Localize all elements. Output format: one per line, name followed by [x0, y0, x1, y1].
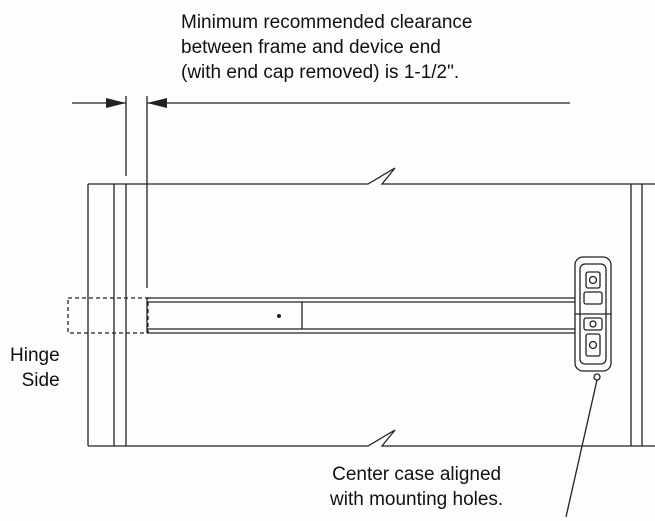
center-case	[574, 256, 612, 381]
center-case-leader-line	[565, 379, 598, 518]
clearance-note: Minimum recommended clearance between fr…	[181, 10, 472, 85]
door-bottom-edge	[88, 429, 655, 447]
center-case-note: Center case aligned with mounting holes.	[330, 462, 503, 512]
rail-fastener-dot	[277, 314, 281, 318]
hinge-side-label: Hinge Side	[10, 343, 60, 393]
center-case-mounting-hole	[593, 373, 601, 381]
center-case-note-line-1: Center case aligned	[332, 464, 502, 485]
clearance-note-line-2: between frame and device end	[181, 37, 441, 58]
clearance-note-line-3: (with end cap removed) is 1-1/2".	[181, 62, 460, 83]
clearance-note-line-1: Minimum recommended clearance	[181, 12, 473, 33]
door-top-edge	[88, 167, 655, 185]
device-rail	[146, 297, 575, 334]
center-case-note-line-2: with mounting holes.	[330, 489, 504, 510]
clearance-arrowhead-left	[106, 98, 126, 108]
end-cap-dashed-outline	[67, 297, 149, 334]
clearance-arrowhead-right	[147, 98, 167, 108]
hinge-side-label-line-1: Hinge	[10, 345, 60, 366]
hinge-side-label-line-2: Side	[21, 370, 60, 391]
